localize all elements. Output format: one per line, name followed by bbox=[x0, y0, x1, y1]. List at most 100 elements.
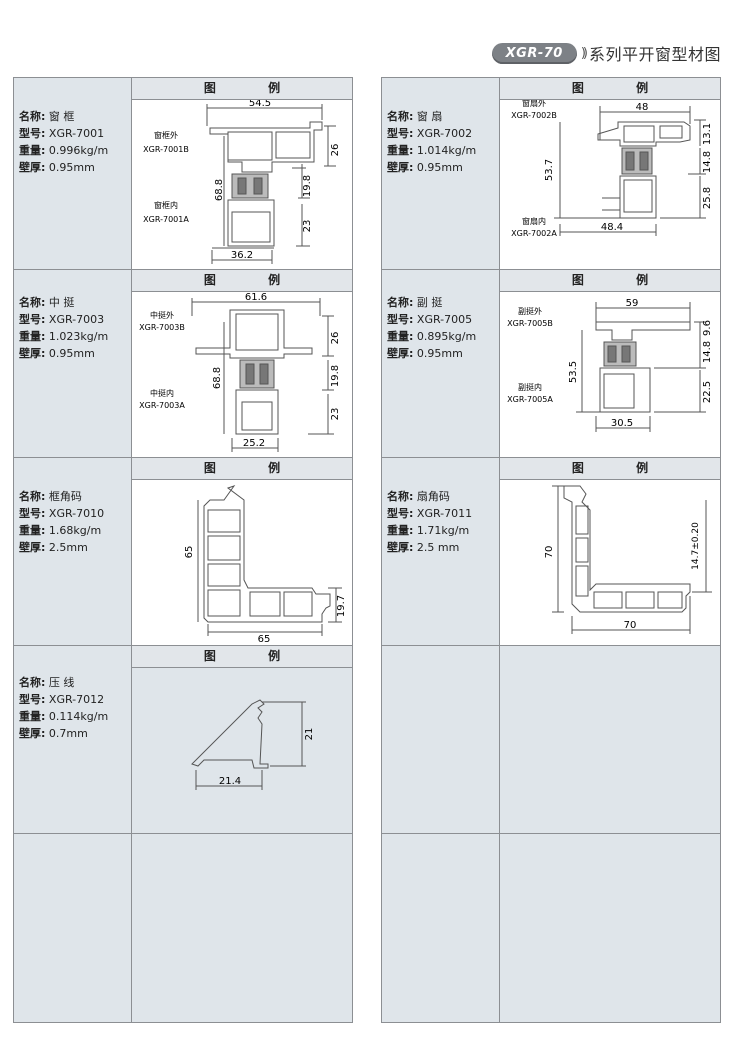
dim-height: 65 bbox=[184, 546, 195, 559]
profile-info: 名称: 框角码 型号: XGR-7010 重量: 1.68kg/m 壁厚: 2.… bbox=[14, 458, 132, 645]
empty-diagram bbox=[500, 646, 720, 833]
part-code: XGR-7003A bbox=[139, 401, 185, 410]
sub-mullion-drawing: 59 9.6 53.5 14.8 22.5 30.5 副挺外 XGR-7005B… bbox=[507, 298, 713, 432]
profile-diagram: 图 例 bbox=[132, 78, 352, 269]
dim-mid-height: 14.8 bbox=[702, 341, 713, 363]
dim-width: 48 bbox=[636, 102, 649, 113]
dim-total-height: 53.5 bbox=[568, 361, 579, 383]
dim-width: 54.5 bbox=[249, 100, 271, 109]
dim-mid-height: 19.8 bbox=[330, 365, 341, 387]
figure-label: 图 例 bbox=[500, 78, 720, 100]
profile-row-empty bbox=[382, 646, 720, 834]
profile-name: 扇角码 bbox=[416, 490, 450, 503]
part-label: 窗扇外 bbox=[522, 100, 546, 108]
profile-weight: 1.68kg/m bbox=[48, 524, 102, 537]
profile-diagram: 图 例 59 bbox=[500, 270, 720, 457]
profile-wall: 2.5 mm bbox=[416, 541, 460, 554]
empty-diagram bbox=[500, 834, 720, 1022]
dim-mid-height: 19.8 bbox=[302, 175, 313, 197]
frame-profile-drawing: 54.5 26 68.8 19.8 23 36.2 窗框外 XGR-7001B … bbox=[143, 98, 341, 264]
profile-wall: 0.95mm bbox=[48, 161, 95, 174]
dim-bottom-width: 30.5 bbox=[611, 418, 633, 429]
part-code: XGR-7005A bbox=[507, 395, 553, 404]
profile-diagram: 图 例 21 21.4 bbox=[132, 646, 352, 833]
profile-row-sash: 名称: 窗 扇 型号: XGR-7002 重量: 1.014kg/m 壁厚: 0… bbox=[382, 78, 720, 270]
sash-corner-drawing: 70 14.7±0.20 70 bbox=[544, 485, 712, 634]
profile-row-empty bbox=[382, 834, 720, 1022]
profile-model: XGR-7011 bbox=[416, 507, 473, 520]
part-label: 副挺内 bbox=[518, 382, 542, 392]
dim-bottom-width: 48.4 bbox=[601, 222, 623, 233]
part-label: 窗框外 bbox=[154, 130, 178, 140]
profile-diagram: 图 例 bbox=[500, 78, 720, 269]
profile-info: 名称: 窗 框 型号: XGR-7001 重量: 0.996kg/m 壁厚: 0… bbox=[14, 78, 132, 269]
dim-width: 59 bbox=[626, 298, 639, 309]
figure-label: 图 例 bbox=[500, 458, 720, 480]
dim-height: 70 bbox=[544, 546, 555, 559]
profile-row-glazing-bead: 名称: 压 线 型号: XGR-7012 重量: 0.114kg/m 壁厚: 0… bbox=[14, 646, 352, 834]
profile-row-window-frame: 名称: 窗 框 型号: XGR-7001 重量: 0.996kg/m 壁厚: 0… bbox=[14, 78, 352, 270]
sash-profile-drawing: 48 13.1 53.7 14.8 25.8 48.4 窗扇外 XGR-7002… bbox=[511, 98, 713, 238]
profile-info: 名称: 压 线 型号: XGR-7012 重量: 0.114kg/m 壁厚: 0… bbox=[14, 646, 132, 833]
frame-corner-drawing: 65 19.7 65 bbox=[184, 485, 347, 645]
profile-row-mullion: 名称: 中 挺 型号: XGR-7003 重量: 1.023kg/m 壁厚: 0… bbox=[14, 270, 352, 458]
profile-model: XGR-7010 bbox=[48, 507, 105, 520]
dim-top-height: 26 bbox=[330, 332, 341, 345]
profile-name: 窗 扇 bbox=[416, 110, 443, 123]
profile-name: 副 挺 bbox=[416, 296, 443, 309]
left-column: 名称: 窗 框 型号: XGR-7001 重量: 0.996kg/m 壁厚: 0… bbox=[13, 77, 353, 1023]
profile-row-frame-corner: 名称: 框角码 型号: XGR-7010 重量: 1.68kg/m 壁厚: 2.… bbox=[14, 458, 352, 646]
dim-bottom-height: 22.5 bbox=[702, 381, 713, 403]
profile-row-sub-mullion: 名称: 副 挺 型号: XGR-7005 重量: 0.895kg/m 壁厚: 0… bbox=[382, 270, 720, 458]
part-label: 中挺外 bbox=[150, 310, 174, 320]
dim-bottom-width: 36.2 bbox=[231, 250, 253, 261]
empty-diagram bbox=[132, 834, 352, 1022]
profile-diagram: 图 例 65 19.7 65 bbox=[132, 458, 352, 645]
figure-label: 图 例 bbox=[132, 646, 352, 668]
profile-info: 名称: 窗 扇 型号: XGR-7002 重量: 1.014kg/m 壁厚: 0… bbox=[382, 78, 500, 269]
part-label: 窗扇内 bbox=[522, 216, 546, 226]
part-label: 副挺外 bbox=[518, 306, 542, 316]
dim-bottom-width: 25.2 bbox=[243, 438, 265, 449]
dim-width: 65 bbox=[258, 634, 271, 644]
profile-name: 框角码 bbox=[48, 490, 82, 503]
dim-width: 70 bbox=[624, 620, 637, 631]
profile-diagram: 图 例 bbox=[132, 270, 352, 457]
dim-bottom-height: 23 bbox=[302, 220, 313, 233]
profile-weight: 0.114kg/m bbox=[48, 710, 109, 723]
profile-wall: 0.95mm bbox=[416, 161, 463, 174]
part-code: XGR-7002B bbox=[511, 111, 557, 120]
dim-mid-height: 14.8 bbox=[702, 151, 713, 173]
dim-top-height: 26 bbox=[330, 144, 341, 157]
profile-name: 压 线 bbox=[48, 676, 75, 689]
profile-name: 窗 框 bbox=[48, 110, 75, 123]
right-column: 名称: 窗 扇 型号: XGR-7002 重量: 1.014kg/m 壁厚: 0… bbox=[381, 77, 721, 1023]
empty-info bbox=[382, 646, 500, 833]
figure-label: 图 例 bbox=[132, 270, 352, 292]
profile-wall: 2.5mm bbox=[48, 541, 88, 554]
dim-flange: 14.7±0.20 bbox=[691, 522, 701, 570]
glazing-bead-drawing: 21 21.4 bbox=[191, 699, 315, 790]
profile-row-sash-corner: 名称: 扇角码 型号: XGR-7011 重量: 1.71kg/m 壁厚: 2.… bbox=[382, 458, 720, 646]
profile-wall: 0.95mm bbox=[48, 347, 95, 360]
arrow-icon: )) bbox=[580, 45, 588, 61]
figure-label: 图 例 bbox=[132, 458, 352, 480]
dim-bottom-height: 23 bbox=[330, 408, 341, 421]
figure-label: 图 例 bbox=[500, 270, 720, 292]
dim-total-height: 53.7 bbox=[544, 159, 555, 181]
profile-model: XGR-7005 bbox=[416, 313, 473, 326]
profile-name: 中 挺 bbox=[48, 296, 75, 309]
profile-model: XGR-7003 bbox=[48, 313, 105, 326]
profile-wall: 0.7mm bbox=[48, 727, 88, 740]
empty-info bbox=[14, 834, 132, 1022]
page-header: XGR-70 )) 系列平开窗型材图 bbox=[491, 40, 721, 66]
profile-row-empty bbox=[14, 834, 352, 1022]
part-label: 窗框内 bbox=[154, 200, 178, 210]
part-code: XGR-7001B bbox=[143, 145, 189, 154]
part-code: XGR-7003B bbox=[139, 323, 185, 332]
part-label: 中挺内 bbox=[150, 388, 174, 398]
series-badge: XGR-70 bbox=[491, 42, 577, 64]
dim-flange: 19.7 bbox=[336, 595, 347, 617]
figure-label: 图 例 bbox=[132, 78, 352, 100]
dim-total-height: 68.8 bbox=[214, 179, 225, 201]
